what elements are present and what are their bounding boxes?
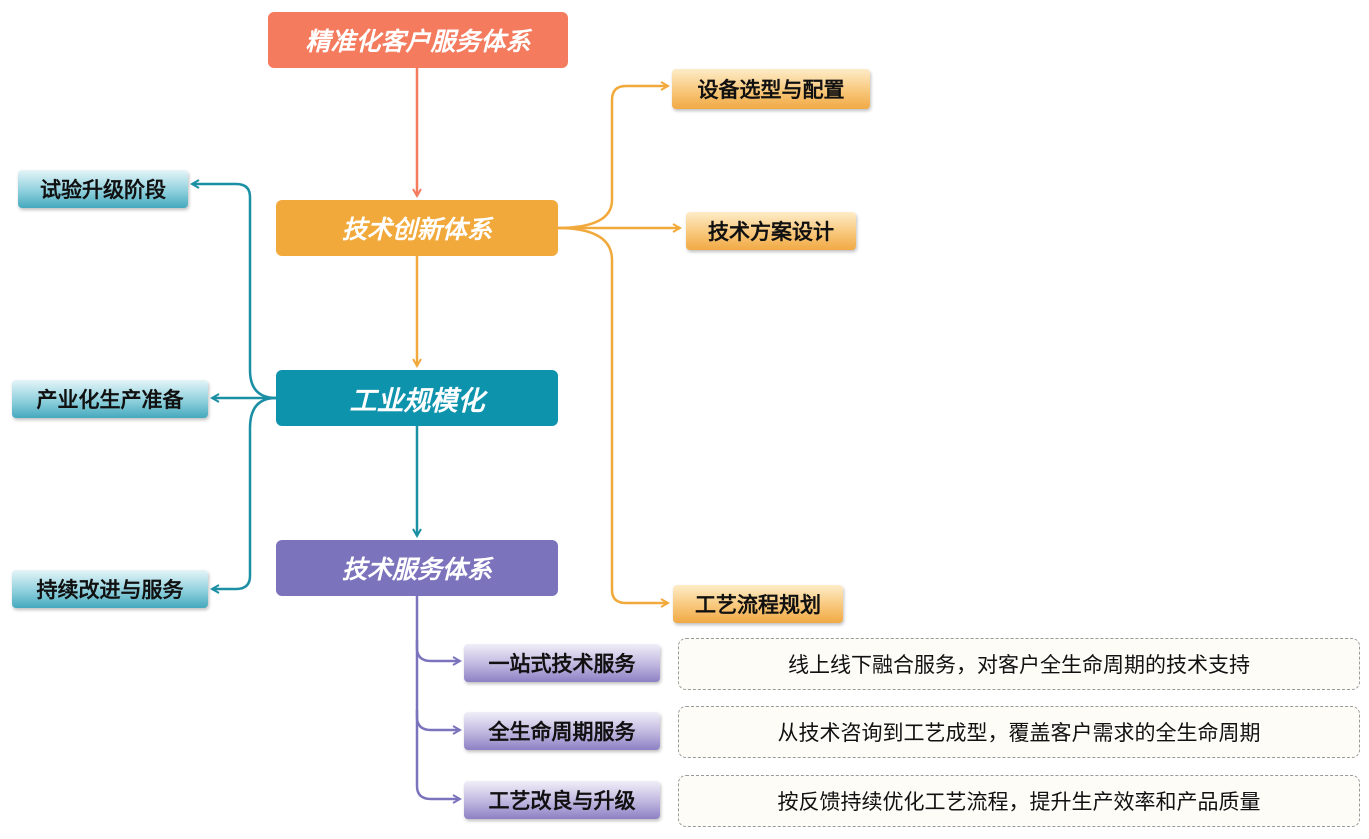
innovation-child-1: 设备选型与配置 bbox=[672, 69, 870, 109]
industrial-child-2: 产业化生产准备 bbox=[12, 380, 208, 418]
innovation-child-3: 工艺流程规划 bbox=[673, 585, 843, 623]
branch-industrial-3 bbox=[212, 396, 277, 589]
node-top: 精准化客户服务体系 bbox=[268, 12, 568, 68]
node-service: 技术服务体系 bbox=[276, 540, 558, 596]
service-child-1: 一站式技术服务 bbox=[464, 644, 660, 682]
industrial-child-1: 试验升级阶段 bbox=[18, 170, 188, 208]
service-child-3: 工艺改良与升级 bbox=[464, 781, 660, 819]
branch-industrial-1 bbox=[192, 184, 277, 400]
branch-service-2 bbox=[415, 640, 460, 730]
branch-service-3 bbox=[415, 710, 460, 799]
node-industrial: 工业规模化 bbox=[276, 370, 558, 426]
branch-innovation-3 bbox=[556, 226, 668, 603]
innovation-child-2: 技术方案设计 bbox=[686, 212, 856, 250]
service-desc-1: 线上线下融合服务，对客户全生命周期的技术支持 bbox=[678, 638, 1360, 690]
branch-innovation-1 bbox=[556, 86, 668, 230]
node-innovation: 技术创新体系 bbox=[276, 200, 558, 256]
service-desc-2: 从技术咨询到工艺成型，覆盖客户需求的全生命周期 bbox=[678, 706, 1360, 758]
service-child-2: 全生命周期服务 bbox=[464, 712, 660, 750]
branch-service-1 bbox=[415, 596, 460, 661]
service-desc-3: 按反馈持续优化工艺流程，提升生产效率和产品质量 bbox=[678, 775, 1360, 827]
industrial-child-3: 持续改进与服务 bbox=[12, 570, 208, 608]
